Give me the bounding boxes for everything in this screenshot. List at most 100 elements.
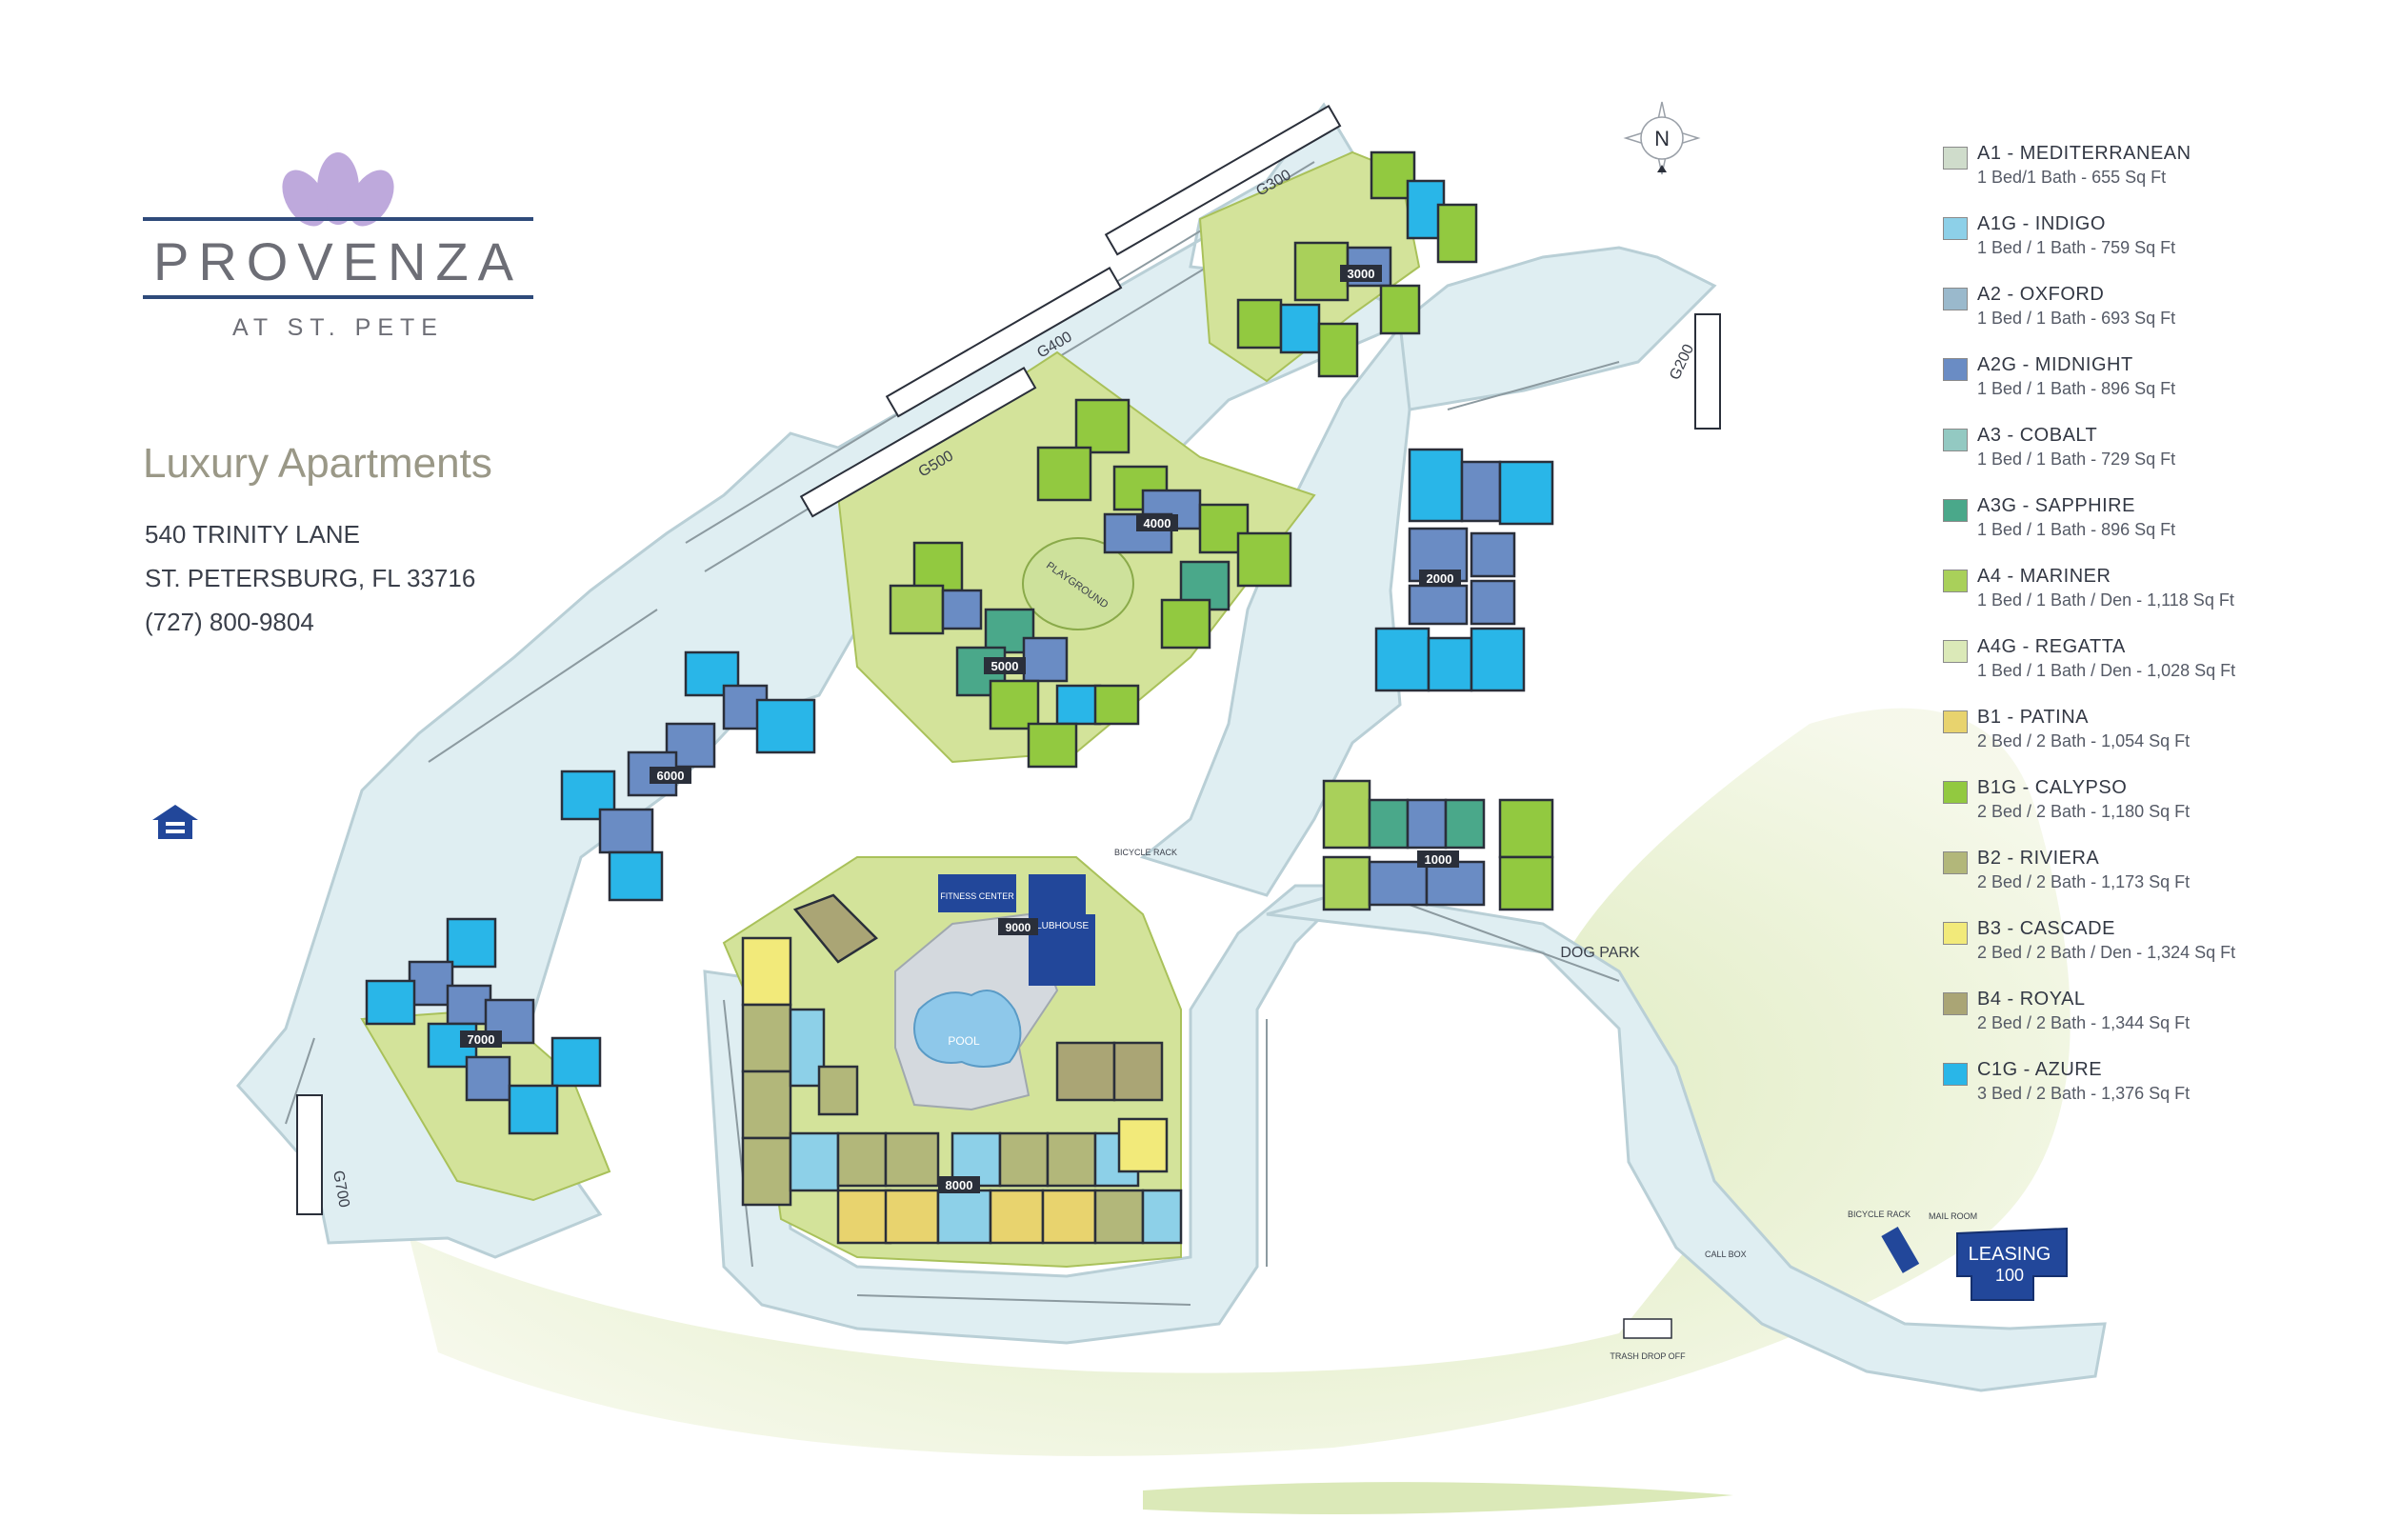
garage-g400: G400 — [885, 266, 1123, 418]
building-7000 — [365, 917, 602, 1135]
drive-southeast — [1266, 893, 2107, 1392]
clubhouse-label: CLUBHOUSE — [1030, 921, 1090, 931]
legend-detail: 2 Bed / 2 Bath - 1,180 Sq Ft — [1977, 802, 2191, 821]
clubhouse — [1029, 874, 1095, 986]
legend-swatch — [1943, 288, 1968, 310]
drive-northeast — [1398, 246, 1717, 411]
bicycle-rack-label-east: BICYCLE RACK — [1848, 1210, 1911, 1219]
legend-name: A1G - INDIGO — [1977, 213, 2106, 234]
brand-rule-top — [143, 217, 533, 221]
legend-detail: 1 Bed / 1 Bath / Den - 1,118 Sq Ft — [1977, 590, 2234, 610]
garages: G300 G400 G500 G200 G700 — [296, 104, 1721, 1215]
building-3000 — [1236, 150, 1478, 378]
address-line-2: ST. PETERSBURG, FL 33716 — [145, 564, 476, 592]
legend-name: C1G - AZURE — [1977, 1059, 2103, 1080]
garage-g700-label: G700 — [330, 1170, 352, 1210]
leasing-label: LEASING — [1969, 1244, 2051, 1265]
legend-swatch — [1943, 499, 1968, 522]
leasing-number: 100 — [1995, 1266, 2024, 1285]
building-8000 — [741, 893, 1183, 1245]
legend-swatch — [1943, 147, 1968, 170]
legend-item: B3 - CASCADE 2 Bed / 2 Bath / Den - 1,324… — [1943, 918, 2362, 989]
legend-item: A3 - COBALT 1 Bed / 1 Bath - 729 Sq Ft — [1943, 425, 2362, 495]
legend-item: A3G - SAPPHIRE 1 Bed / 1 Bath - 896 Sq Ft — [1943, 495, 2362, 566]
equal-housing-icon — [152, 805, 198, 839]
building-6000 — [560, 650, 816, 902]
building-number-2000: 2000 — [1427, 571, 1454, 586]
brand-subtitle: AT ST. PETE — [232, 314, 444, 341]
legend-swatch — [1943, 1063, 1968, 1086]
legend-name: B3 - CASCADE — [1977, 918, 2115, 939]
building-clusters — [365, 150, 1554, 1245]
mail-room — [1881, 1226, 1920, 1273]
garage-g200-label: G200 — [1667, 342, 1697, 383]
trash-label: TRASH DROP OFF — [1610, 1351, 1686, 1361]
tagline: Luxury Apartments — [143, 440, 492, 487]
legend-swatch — [1943, 640, 1968, 663]
legend-item: A1G - INDIGO 1 Bed / 1 Bath - 759 Sq Ft — [1943, 213, 2362, 284]
legend-detail: 1 Bed / 1 Bath - 896 Sq Ft — [1977, 520, 2176, 539]
legend-item: B1 - PATINA 2 Bed / 2 Bath - 1,054 Sq Ft — [1943, 707, 2362, 777]
legend-name: A3 - COBALT — [1977, 425, 2098, 446]
legend-swatch — [1943, 851, 1968, 874]
legend-detail: 1 Bed / 1 Bath - 693 Sq Ft — [1977, 309, 2176, 328]
fitness-center — [938, 874, 1016, 912]
building-number-5000: 5000 — [991, 659, 1019, 673]
legend-detail: 1 Bed / 1 Bath - 759 Sq Ft — [1977, 238, 2176, 257]
leasing-building — [1956, 1227, 2068, 1301]
mail-room-label: MAIL ROOM — [1929, 1211, 1977, 1221]
garage-g200: G200 — [1667, 313, 1721, 430]
call-box-label: CALL BOX — [1705, 1250, 1747, 1259]
legend-detail: 1 Bed / 1 Bath / Den - 1,028 Sq Ft — [1977, 661, 2236, 680]
legend-detail: 1 Bed / 1 Bath - 896 Sq Ft — [1977, 379, 2176, 398]
legend-detail: 3 Bed / 2 Bath - 1,376 Sq Ft — [1977, 1084, 2191, 1103]
legend-swatch — [1943, 992, 1968, 1015]
legend-name: B2 - RIVIERA — [1977, 848, 2100, 869]
dog-park-label: DOG PARK — [1560, 945, 1640, 961]
clubhouse-number: 9000 — [1006, 921, 1031, 934]
legend-detail: 2 Bed / 2 Bath - 1,173 Sq Ft — [1977, 872, 2191, 891]
legend-detail: 2 Bed / 2 Bath - 1,344 Sq Ft — [1977, 1013, 2191, 1032]
legend-name: A2 - OXFORD — [1977, 284, 2105, 305]
lawn-strip — [1143, 1482, 1733, 1514]
legend-item: B1G - CALYPSO 2 Bed / 2 Bath - 1,180 Sq F… — [1943, 777, 2362, 848]
legend-item: B2 - RIVIERA 2 Bed / 2 Bath - 1,173 Sq Ft — [1943, 848, 2362, 918]
legend-item: A1 - MEDITERRANEAN 1 Bed/1 Bath - 655 Sq … — [1943, 143, 2362, 213]
legend-detail: 1 Bed/1 Bath - 655 Sq Ft — [1977, 168, 2167, 187]
legend-swatch — [1943, 217, 1968, 240]
fitness-center-label: FITNESS CENTER — [940, 891, 1014, 901]
building-number-1000: 1000 — [1425, 852, 1452, 867]
pool — [913, 990, 1022, 1068]
trash-enclosure — [1623, 1318, 1672, 1339]
compass: N — [1623, 101, 1701, 175]
bicycle-rack-label-west: BICYCLE RACK — [1114, 848, 1177, 857]
compass-label: N — [1654, 127, 1670, 150]
lotus-petal-right — [349, 170, 394, 227]
legend-name: A1 - MEDITERRANEAN — [1977, 143, 2191, 164]
dog-park-text: DOG PARK — [1560, 945, 1640, 961]
playground — [1022, 537, 1134, 630]
legend-swatch — [1943, 922, 1968, 945]
phone-number[interactable]: (727) 800-9804 — [145, 608, 314, 636]
clubhouse-number-tag — [998, 918, 1038, 935]
legend-item: C1G - AZURE 3 Bed / 2 Bath - 1,376 Sq Ft — [1943, 1059, 2362, 1130]
legend-name: A3G - SAPPHIRE — [1977, 495, 2135, 516]
legend-name: B1 - PATINA — [1977, 707, 2090, 728]
address-line-1: 540 TRINITY LANE — [145, 520, 360, 549]
legend-detail: 2 Bed / 2 Bath - 1,054 Sq Ft — [1977, 731, 2191, 750]
lawn-area — [410, 708, 2071, 1456]
building-5000 — [889, 541, 1140, 769]
legend-name: B1G - CALYPSO — [1977, 777, 2128, 798]
legend-name: B4 - ROYAL — [1977, 989, 2086, 1010]
building-number-8000: 8000 — [946, 1178, 973, 1192]
legend-swatch — [1943, 358, 1968, 381]
building-1000 — [1322, 779, 1554, 911]
building-tags: 3000 4000 5000 6000 7000 2000 1000 8000 — [460, 265, 1461, 1193]
legend-detail: 2 Bed / 2 Bath / Den - 1,324 Sq Ft — [1977, 943, 2236, 962]
lotus-petal-left — [282, 170, 328, 227]
legend-detail: 1 Bed / 1 Bath - 729 Sq Ft — [1977, 450, 2176, 469]
legend-swatch — [1943, 429, 1968, 451]
